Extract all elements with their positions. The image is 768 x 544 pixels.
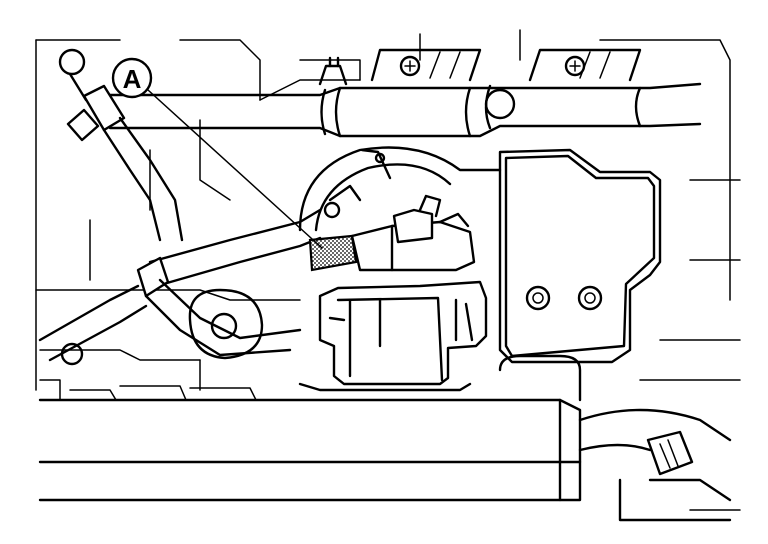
callout-circle: [111, 57, 153, 99]
mounting-stud: [323, 201, 341, 219]
sensor-callout-area: [308, 234, 358, 272]
lower-left-harness: [38, 208, 322, 362]
upper-mounting-bracket: [370, 48, 642, 82]
right-bracket-panel: [498, 148, 662, 364]
callout-a: A: [111, 57, 153, 99]
callout-label: A: [123, 64, 142, 94]
lower-right-hose: [578, 408, 741, 522]
hose-clip: [318, 56, 348, 86]
panel-bolt-right: [577, 285, 603, 311]
left-mounting-boss: [60, 288, 264, 366]
sensor-housing-body: [298, 146, 502, 232]
panel-bolt-left: [525, 285, 551, 311]
callout-leader-line: [147, 89, 323, 249]
left-harness-connector: [58, 48, 184, 242]
main-connector-housing: [318, 280, 488, 386]
lower-cross-member: [38, 354, 582, 502]
sensor-body: [308, 194, 476, 272]
upper-hose: [98, 82, 702, 138]
